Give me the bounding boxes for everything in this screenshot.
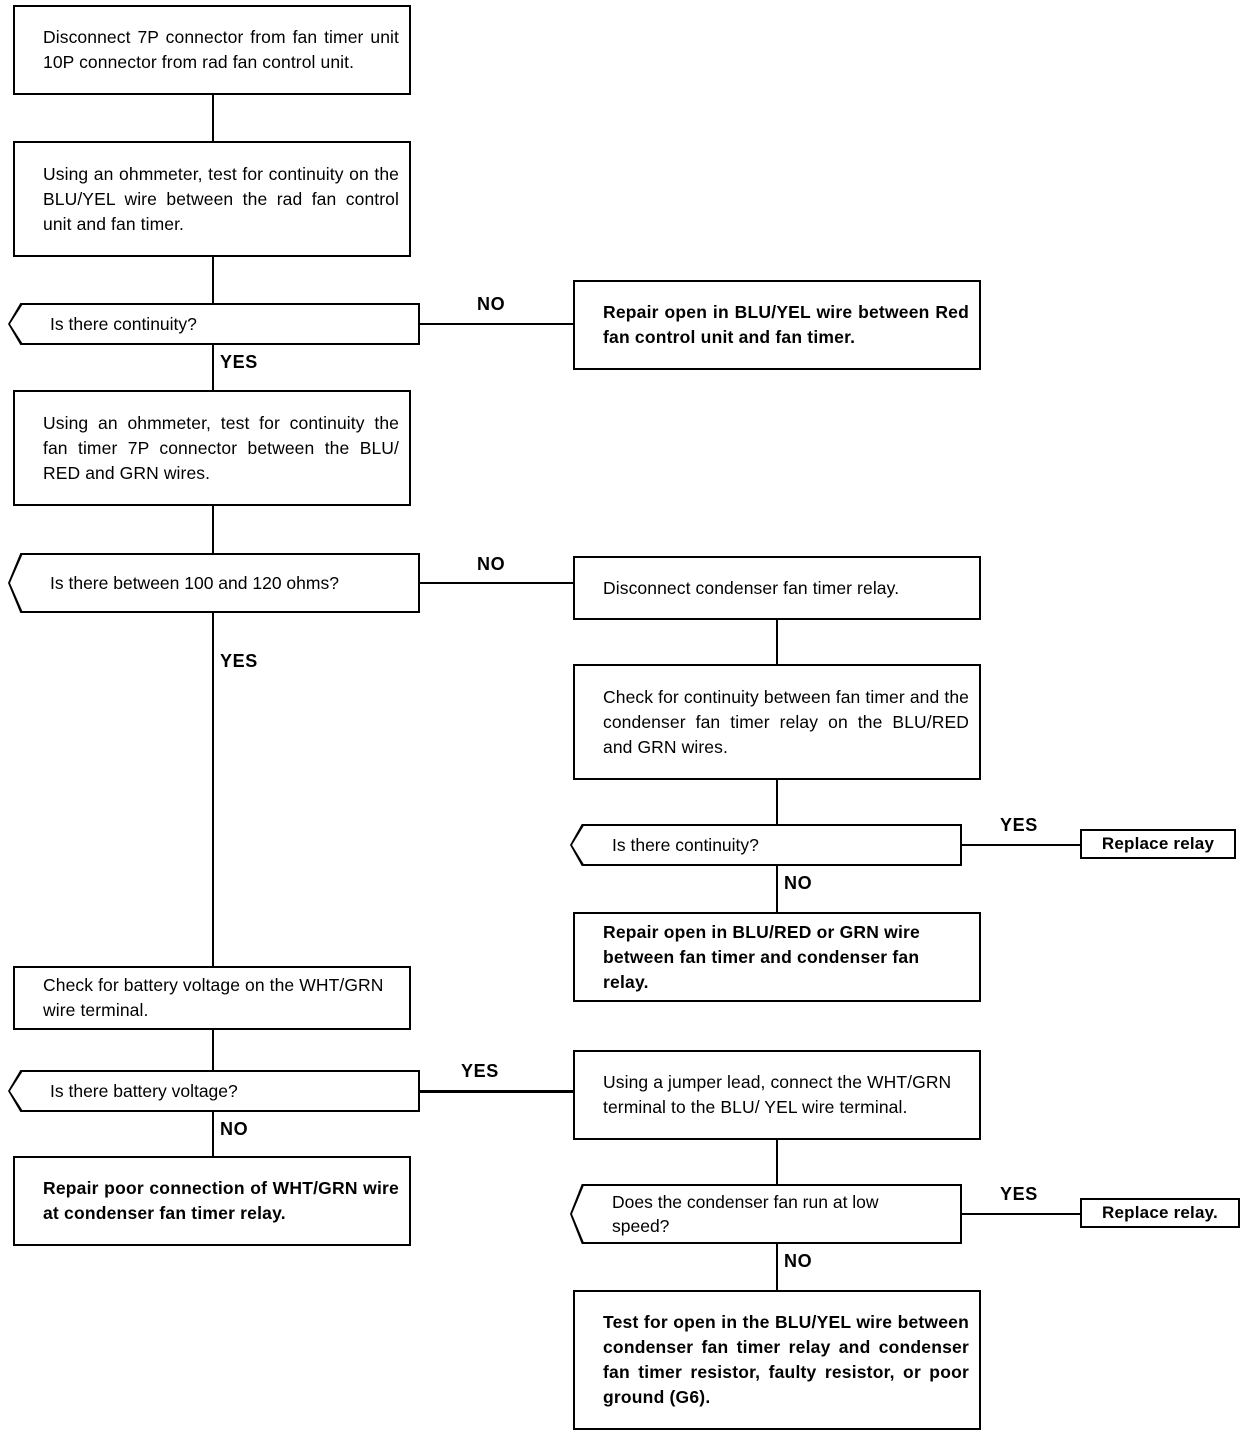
process-repair-whtgrn-connection-text: Repair poor connection of WHT/GRN wire a… bbox=[43, 1178, 399, 1223]
decision-condenser-fan-low-speed: Does the condenser fan run at low speed? bbox=[570, 1184, 962, 1244]
decision-between-100-and-120-ohms: Is there between 100 and 120 ohms? bbox=[8, 553, 420, 613]
edge-d2-yes-line bbox=[212, 613, 214, 966]
edge-d5-no-line bbox=[776, 1244, 778, 1290]
decision-is-there-battery-voltage-text: Is there battery voltage? bbox=[50, 1081, 238, 1101]
decision-is-there-continuity-1: Is there continuity? bbox=[8, 303, 420, 345]
edge-label-d2-yes: YES bbox=[220, 651, 258, 671]
edge-label-d4-no: NO bbox=[220, 1119, 249, 1139]
edge-d1-yes-line bbox=[212, 345, 214, 390]
process-disconnect-7p-connector-text: Disconnect 7P connector from fan timer u… bbox=[43, 27, 399, 72]
connector-n5-to-n6 bbox=[776, 620, 778, 664]
edge-label-d1-yes: YES bbox=[220, 352, 258, 372]
process-ohmmeter-bluyel-continuity-text: Using an ohmmeter, test for continuity o… bbox=[43, 163, 399, 234]
process-test-open-bluyel-wire-text: Test for open in the BLU/YEL wire betwee… bbox=[603, 1312, 969, 1407]
terminal-replace-relay-1: Replace relay bbox=[1080, 829, 1236, 859]
edge-label-d5-no: NO bbox=[784, 1251, 813, 1271]
edge-d4-yes-line bbox=[420, 1090, 573, 1093]
edge-label-d3-no: NO bbox=[784, 873, 813, 893]
process-repair-whtgrn-connection: Repair poor connection of WHT/GRN wire a… bbox=[13, 1156, 411, 1246]
connector-n9-to-d4 bbox=[212, 1030, 214, 1070]
decision-between-100-and-120-ohms-text: Is there between 100 and 120 ohms? bbox=[50, 573, 339, 593]
process-jumper-lead-connect: Using a jumper lead, connect the WHT/GRN… bbox=[573, 1050, 981, 1140]
process-check-battery-voltage-text: Check for battery voltage on the WHT/GRN… bbox=[43, 975, 384, 1020]
terminal-replace-relay-2: Replace relay. bbox=[1080, 1198, 1240, 1228]
edge-label-d4-yes: YES bbox=[461, 1061, 499, 1081]
connector-n11-to-d5 bbox=[776, 1140, 778, 1184]
edge-label-d3-yes: YES bbox=[1000, 815, 1038, 835]
decision-is-there-battery-voltage-inner: Is there battery voltage? bbox=[10, 1072, 418, 1110]
decision-is-there-continuity-1-inner: Is there continuity? bbox=[10, 305, 418, 343]
edge-label-d1-no: NO bbox=[477, 294, 506, 314]
edge-label-d5-yes: YES bbox=[1000, 1184, 1038, 1204]
edge-label-d2-no: NO bbox=[477, 554, 506, 574]
decision-is-there-continuity-2-inner: Is there continuity? bbox=[572, 826, 960, 864]
process-repair-open-blured-grn-wire-text: Repair open in BLU/RED or GRN wire betwe… bbox=[603, 921, 920, 992]
process-disconnect-7p-connector: Disconnect 7P connector from fan timer u… bbox=[13, 5, 411, 95]
decision-is-there-continuity-2-text: Is there continuity? bbox=[612, 835, 759, 855]
edge-d1-no-line bbox=[420, 323, 573, 325]
process-repair-open-bluyel-wire-text: Repair open in BLU/YEL wire between Red … bbox=[603, 302, 969, 347]
edge-d5-yes-line bbox=[962, 1213, 1080, 1215]
process-test-open-bluyel-wire: Test for open in the BLU/YEL wire betwee… bbox=[573, 1290, 981, 1430]
edge-d2-no-line bbox=[420, 582, 573, 584]
process-check-continuity-fan-timer-relay-text: Check for continuity between fan timer a… bbox=[603, 686, 969, 757]
process-check-battery-voltage: Check for battery voltage on the WHT/GRN… bbox=[13, 966, 411, 1030]
decision-condenser-fan-low-speed-text: Does the condenser fan run at low speed? bbox=[612, 1192, 879, 1236]
edge-d4-no-line bbox=[212, 1112, 214, 1156]
edge-d3-no-line bbox=[776, 866, 778, 912]
process-jumper-lead-connect-text: Using a jumper lead, connect the WHT/GRN… bbox=[603, 1072, 952, 1117]
process-repair-open-blured-grn-wire: Repair open in BLU/RED or GRN wire betwe… bbox=[573, 912, 981, 1002]
process-check-continuity-fan-timer-relay: Check for continuity between fan timer a… bbox=[573, 664, 981, 780]
process-ohmmeter-7p-connector: Using an ohmmeter, test for continuity t… bbox=[13, 390, 411, 506]
process-ohmmeter-bluyel-continuity: Using an ohmmeter, test for continuity o… bbox=[13, 141, 411, 257]
process-disconnect-condenser-fan-timer-relay: Disconnect condenser fan timer relay. bbox=[573, 556, 981, 620]
connector-n1-to-n2 bbox=[212, 95, 214, 141]
connector-n4-to-d2 bbox=[212, 506, 214, 553]
process-disconnect-condenser-fan-timer-relay-text: Disconnect condenser fan timer relay. bbox=[603, 577, 900, 598]
process-ohmmeter-7p-connector-text: Using an ohmmeter, test for continuity t… bbox=[43, 412, 399, 483]
terminal-replace-relay-1-text: Replace relay bbox=[1101, 834, 1215, 853]
decision-between-100-and-120-ohms-inner: Is there between 100 and 120 ohms? bbox=[10, 555, 418, 611]
decision-is-there-continuity-2: Is there continuity? bbox=[570, 824, 962, 866]
edge-d3-yes-line bbox=[962, 844, 1080, 846]
decision-is-there-battery-voltage: Is there battery voltage? bbox=[8, 1070, 420, 1112]
terminal-replace-relay-2-text: Replace relay. bbox=[1102, 1203, 1218, 1222]
connector-n6-to-d3 bbox=[776, 780, 778, 824]
process-repair-open-bluyel-wire: Repair open in BLU/YEL wire between Red … bbox=[573, 280, 981, 370]
decision-is-there-continuity-1-text: Is there continuity? bbox=[50, 314, 197, 334]
decision-condenser-fan-low-speed-inner: Does the condenser fan run at low speed? bbox=[572, 1186, 960, 1242]
connector-n2-to-d1 bbox=[212, 257, 214, 303]
